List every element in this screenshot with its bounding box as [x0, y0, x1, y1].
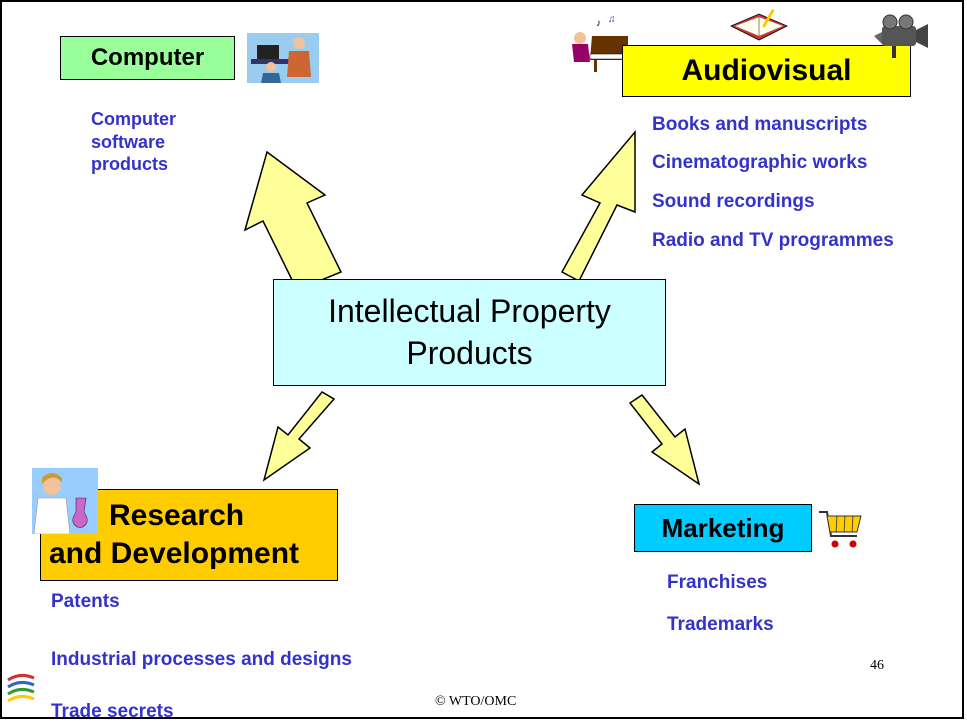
computer-item: software	[91, 131, 166, 152]
computer-items: Computer software products	[91, 108, 176, 176]
audiovisual-item: Sound recordings	[652, 191, 815, 212]
scientist-clipart-icon	[32, 468, 98, 534]
marketing-box: Marketing	[634, 504, 812, 552]
piano-player-clipart-icon: ♪ ♫	[572, 14, 629, 72]
marketing-item: Franchises	[667, 572, 768, 593]
research-title-line1: Research	[109, 499, 245, 532]
svg-text:♫: ♫	[608, 14, 616, 25]
arrow-to-computer	[243, 150, 343, 291]
audiovisual-box: Audiovisual	[622, 45, 911, 97]
office-workers-clipart-icon	[247, 33, 319, 83]
arrow-to-audiovisual	[560, 129, 636, 283]
video-camera-clipart-icon	[874, 14, 928, 58]
research-item: Patents	[51, 591, 120, 612]
center-title-line1: Intellectual Property	[328, 292, 611, 329]
research-title-line2: and Development	[49, 537, 300, 570]
arrow-to-marketing	[628, 393, 701, 486]
wto-logo-icon	[7, 673, 35, 703]
research-item: Industrial processes and designs	[51, 649, 352, 670]
audiovisual-item: Books and manuscripts	[652, 114, 868, 135]
marketing-item: Trademarks	[667, 614, 774, 635]
arrow-to-research	[262, 391, 336, 482]
computer-item: products	[91, 154, 169, 174]
computer-box: Computer	[60, 36, 235, 80]
audiovisual-title: Audiovisual	[681, 54, 852, 87]
page-number: 46	[870, 658, 884, 673]
svg-text:♪: ♪	[596, 18, 601, 29]
marketing-title: Marketing	[661, 512, 785, 543]
computer-title: Computer	[90, 44, 205, 71]
audiovisual-item: Radio and TV programmes	[652, 230, 894, 251]
computer-item: Computer	[91, 109, 176, 129]
book-clipart-icon	[730, 8, 788, 41]
shopping-cart-icon	[819, 511, 862, 548]
center-box: Intellectual Property Products	[273, 279, 666, 386]
audiovisual-item: Cinematographic works	[652, 152, 868, 173]
copyright-footer: © WTO/OMC	[435, 694, 517, 709]
research-item: Trade secrets	[51, 701, 174, 719]
center-title-line2: Products	[406, 334, 533, 371]
